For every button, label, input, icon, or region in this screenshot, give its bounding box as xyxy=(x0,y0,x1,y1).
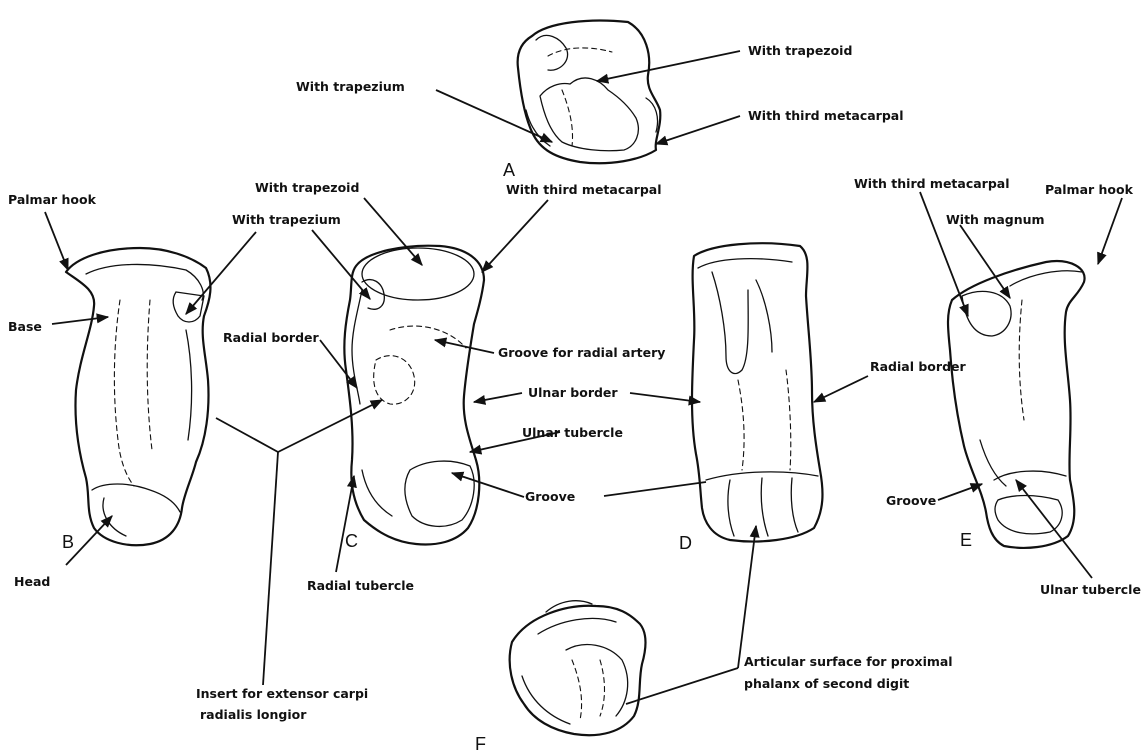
bone-view-b xyxy=(66,248,210,545)
bone-view-e xyxy=(948,261,1085,548)
view-letter-f: F xyxy=(475,734,486,754)
label-e-with-third-metacarpal: With third metacarpal xyxy=(854,176,1010,191)
bone-view-a xyxy=(518,21,661,164)
bone-view-c xyxy=(344,246,484,545)
label-c-with-trapezium: With trapezium xyxy=(232,212,341,227)
label-f-articular-line2: phalanx of second digit xyxy=(744,676,909,691)
view-letter-d: D xyxy=(679,533,692,553)
label-b-head: Head xyxy=(14,574,50,589)
bone-view-f xyxy=(510,601,646,735)
label-c-groove-radial-artery: Groove for radial artery xyxy=(498,345,665,360)
label-e-ulnar-tubercle: Ulnar tubercle xyxy=(1040,582,1141,597)
view-letter-c: C xyxy=(345,531,358,551)
label-c-radial-border: Radial border xyxy=(223,330,319,345)
label-e-with-magnum: With magnum xyxy=(946,212,1045,227)
bone-view-d xyxy=(692,243,822,541)
label-insert-line1: Insert for extensor carpi xyxy=(196,686,368,701)
view-letter-e: E xyxy=(960,530,972,550)
label-c-with-third-metacarpal: With third metacarpal xyxy=(506,182,662,197)
label-c-radial-tubercle: Radial tubercle xyxy=(307,578,414,593)
label-c-with-trapezoid: With trapezoid xyxy=(255,180,359,195)
label-c-ulnar-tubercle: Ulnar tubercle xyxy=(522,425,623,440)
label-b-base: Base xyxy=(8,319,42,334)
view-letter-a: A xyxy=(503,160,515,180)
label-a-with-trapezoid: With trapezoid xyxy=(748,43,852,58)
view-letter-b: B xyxy=(62,532,74,552)
label-a-with-trapezium: With trapezium xyxy=(296,79,405,94)
label-d-radial-border: Radial border xyxy=(870,359,966,374)
label-groove-cd: Groove xyxy=(525,489,575,504)
label-insert-line2: radialis longior xyxy=(200,707,307,722)
label-e-groove: Groove xyxy=(886,493,936,508)
label-b-palmar-hook: Palmar hook xyxy=(8,192,97,207)
label-a-with-third-metacarpal: With third metacarpal xyxy=(748,108,904,123)
label-f-articular-line1: Articular surface for proximal xyxy=(744,654,953,669)
label-e-palmar-hook: Palmar hook xyxy=(1045,182,1134,197)
label-ulnar-border: Ulnar border xyxy=(528,385,618,400)
